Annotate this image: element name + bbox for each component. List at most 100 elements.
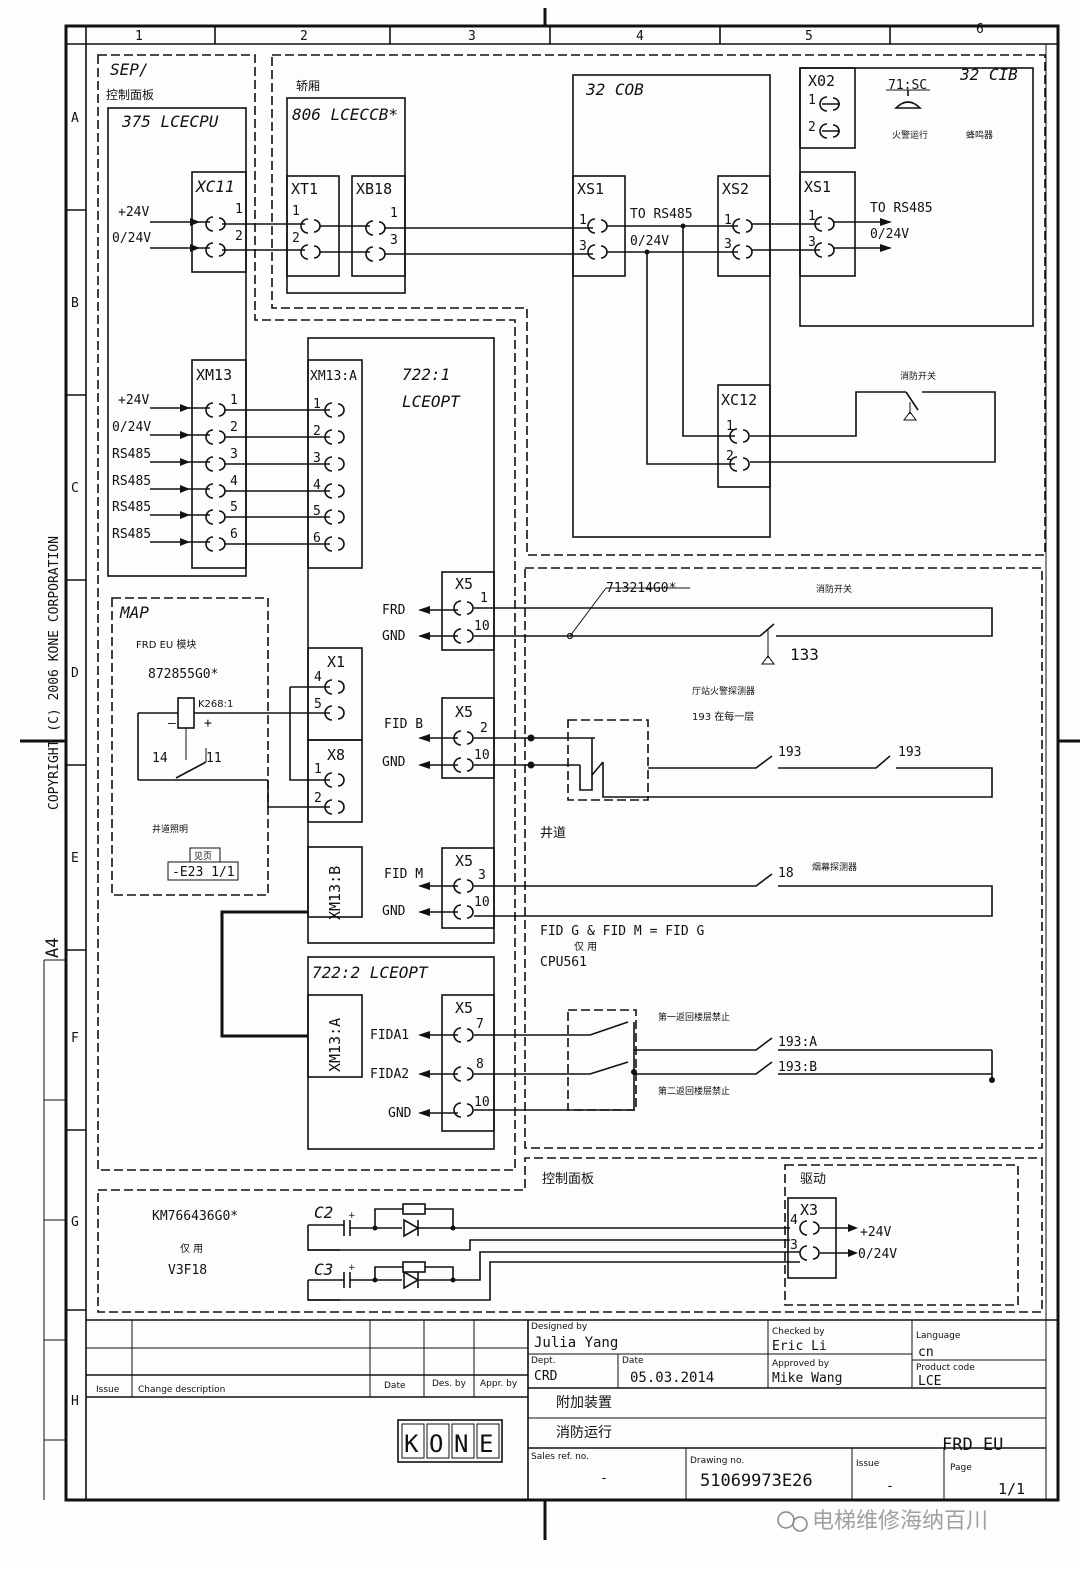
logo-e: E: [479, 1430, 493, 1458]
pin-number: 2: [292, 231, 300, 246]
copyright-text: COPYRIGHT (C) 2006 KONE CORPORATION: [47, 536, 62, 810]
lceopt1-subtitle: LCEOPT: [402, 392, 461, 411]
connector-plug: [745, 245, 753, 259]
connector-plug: [337, 484, 345, 498]
connector-socket: [587, 244, 596, 260]
page-number: 1/1: [998, 1480, 1025, 1498]
pin-number: 1: [808, 93, 816, 108]
connector-plug: [466, 1067, 474, 1081]
signal-label: FID B: [384, 717, 423, 732]
map-part: 872855G0*: [148, 667, 218, 682]
signal-label: FIDA1: [370, 1028, 409, 1043]
connector-socket: [324, 679, 333, 695]
first-return-label: 第一返回楼层禁止: [658, 1011, 730, 1023]
lighting-label: 井道照明: [152, 823, 188, 835]
fire-run-label: 火警运行: [892, 129, 928, 141]
connector-plug: [337, 680, 345, 694]
page-reference: -E23 1/1: [172, 865, 235, 880]
lcecpu-title: 375 LCECPU: [121, 112, 219, 131]
pin-number: 2: [808, 120, 816, 135]
sales-ref: -: [600, 1471, 608, 1486]
cib-title: 32 CIB: [959, 65, 1018, 84]
connector-plug: [827, 243, 835, 257]
connector-socket: [732, 218, 741, 234]
n193b-label: 193:B: [778, 1060, 817, 1075]
pin-number: 1: [313, 397, 321, 412]
pin-number: 8: [476, 1057, 484, 1072]
logo-k: K: [404, 1430, 419, 1458]
lceopt2-title: 722:2 LCEOPT: [312, 963, 429, 982]
pin-number: 6: [313, 531, 321, 546]
watermark-text: 电梯维修海纳百川: [812, 1509, 988, 1534]
signal-label: RS485: [112, 500, 151, 515]
connector-plug: [218, 510, 226, 524]
connector-socket: [814, 216, 823, 232]
xs2-name: XS2: [722, 180, 749, 198]
lceccb-title: 806 LCECCB*: [292, 105, 398, 124]
date-label: Date: [622, 1356, 644, 1366]
col-label: 2: [300, 29, 308, 44]
drawing-header: Drawing no.: [690, 1456, 744, 1466]
issue-header: Issue: [96, 1385, 120, 1395]
map-title: MAP: [119, 603, 149, 622]
pin-number: 1: [579, 213, 587, 228]
connector-plug: [337, 537, 345, 551]
n193-label: 193: [898, 745, 921, 760]
connector-socket: [453, 878, 462, 894]
connector-socket: [205, 456, 214, 472]
x3-name: X3: [800, 1201, 818, 1219]
connector-plug: [218, 217, 226, 231]
signal-label: 0/24V: [112, 420, 151, 435]
connector-plug: [218, 537, 226, 551]
connector-socket: [205, 483, 214, 499]
pin-number: 10: [474, 1095, 490, 1110]
connector-socket: [365, 220, 374, 236]
paper-size: A4: [43, 938, 63, 958]
connector-plug: [378, 221, 386, 235]
signal-label: TO RS485: [630, 207, 693, 222]
connector-plug: [337, 706, 345, 720]
connector-socket: [799, 1245, 808, 1261]
connector-socket: [819, 96, 828, 112]
xc11-name: XC11: [195, 177, 235, 196]
pin-number: 4: [790, 1213, 798, 1228]
pin-number: 1: [726, 419, 734, 434]
connector-socket: [300, 218, 309, 234]
kone-logo: K O N E: [401, 1423, 500, 1459]
connector-socket: [365, 246, 374, 262]
connector-plug: [466, 1103, 474, 1117]
designed-by: Julia Yang: [534, 1335, 618, 1351]
plug-symbols: [205, 96, 840, 1261]
ref-label: 见页: [194, 851, 212, 862]
connector-socket: [453, 1066, 462, 1082]
pin-number: 1: [235, 202, 243, 217]
signal-label: RS485: [112, 527, 151, 542]
pin-number: 3: [724, 237, 732, 252]
des-header: Des. by: [432, 1379, 467, 1389]
dept-header: Dept.: [531, 1356, 556, 1366]
sep-title: SEP/: [110, 60, 149, 79]
connector-plug: [742, 429, 750, 443]
connector-plug: [313, 245, 321, 259]
connector-plug: [745, 219, 753, 233]
x5-name: X5: [455, 999, 473, 1017]
connector-socket: [453, 1102, 462, 1118]
connector-socket: [587, 218, 596, 234]
connector-plug: [337, 430, 345, 444]
connector-socket: [324, 705, 333, 721]
issue-value: -: [886, 1479, 894, 1494]
connector-plug: [337, 773, 345, 787]
c3-label: C3: [314, 1260, 333, 1279]
signal-label: GND: [382, 629, 406, 644]
signal-label: FIDA2: [370, 1067, 409, 1082]
plus-label: +: [204, 716, 212, 731]
pin-number: 7: [476, 1017, 484, 1032]
pin-number: 2: [726, 449, 734, 464]
connector-plug: [466, 1028, 474, 1042]
km-model: V3F18: [168, 1263, 207, 1278]
xm13a-name: XM13:A: [310, 369, 357, 384]
plus-label: +: [348, 1263, 356, 1273]
pin-number: 1: [724, 213, 732, 228]
connector-plug: [827, 217, 835, 231]
